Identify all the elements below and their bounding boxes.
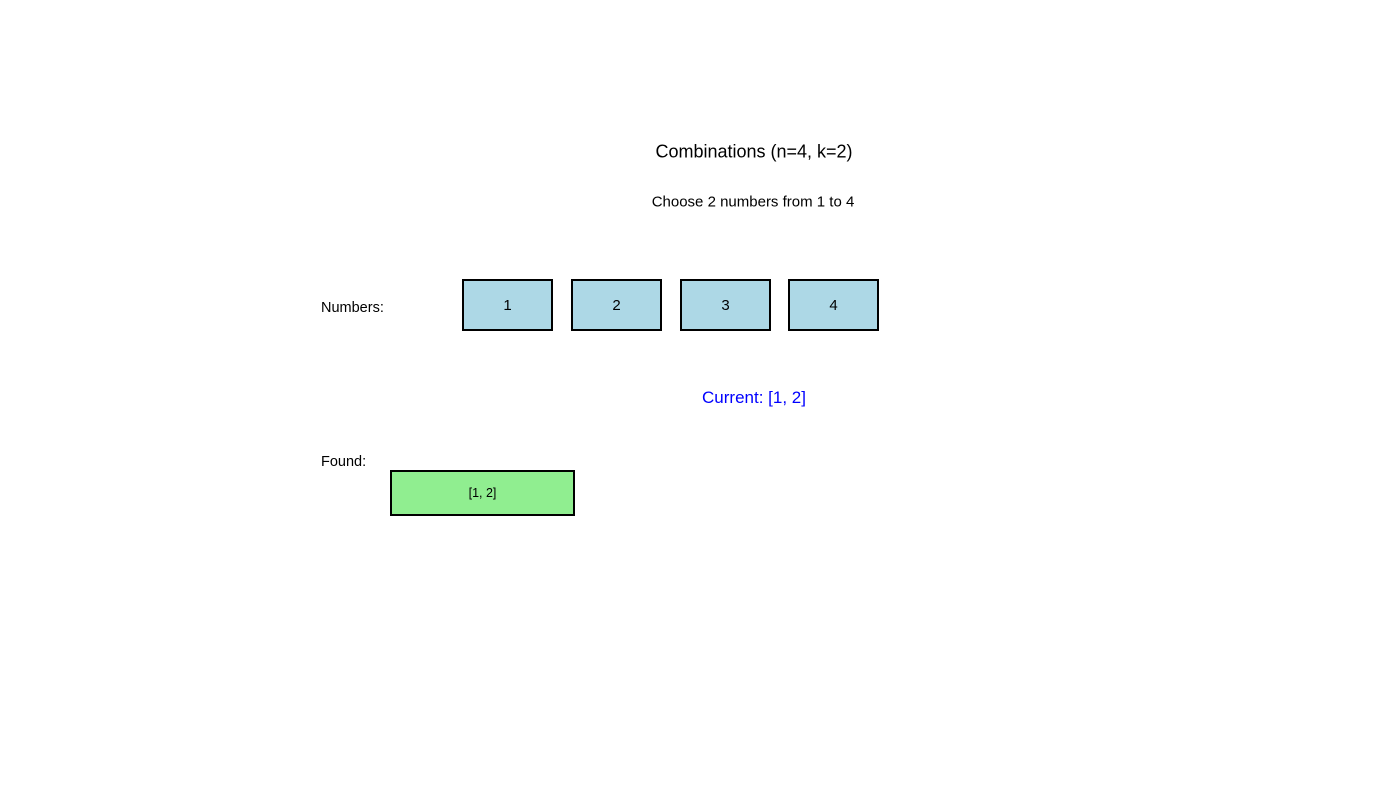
number-box-4[interactable]: 4 [788, 279, 879, 331]
page-title: Combinations (n=4, k=2) [655, 141, 853, 162]
found-combination-box: [1, 2] [390, 470, 575, 516]
numbers-label: Numbers: [321, 300, 384, 316]
number-box-3[interactable]: 3 [680, 279, 771, 331]
current-combination-status: Current: [1, 2] [702, 388, 806, 407]
subtitle: Choose 2 numbers from 1 to 4 [651, 193, 855, 211]
number-box-1[interactable]: 1 [462, 279, 553, 331]
number-box-2[interactable]: 2 [571, 279, 662, 331]
found-label: Found: [321, 454, 367, 470]
